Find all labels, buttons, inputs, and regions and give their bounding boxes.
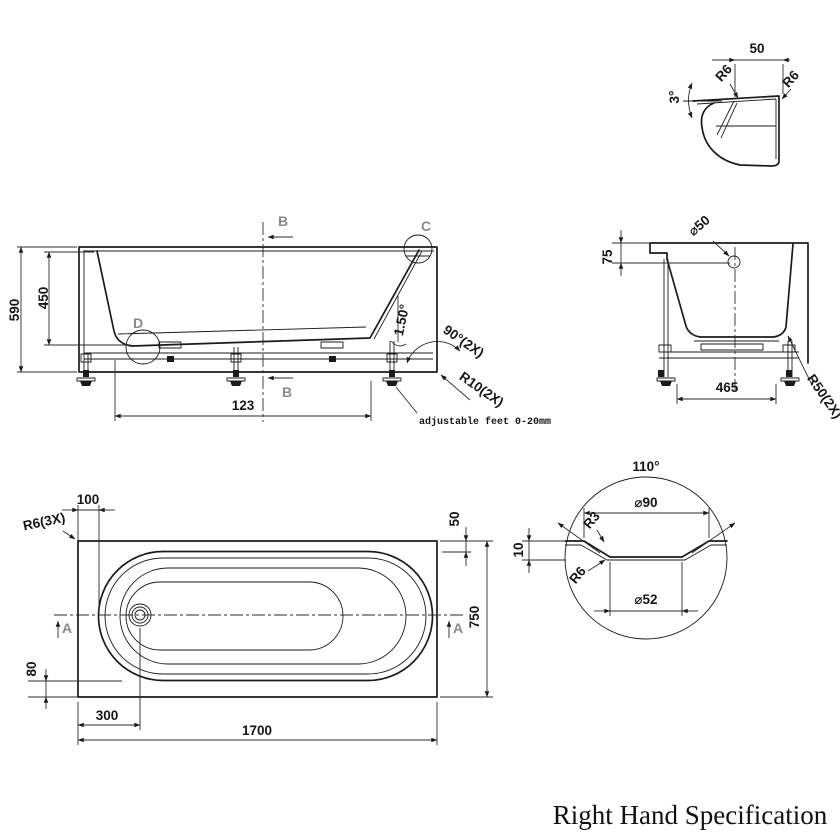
overflow-hole: [727, 255, 741, 269]
section-a-label-right: A: [453, 620, 463, 636]
dim-overall-height-label: 590: [7, 299, 22, 322]
drawing-title: Right Hand Specification: [553, 800, 828, 830]
overflow-depth-label: 75: [600, 249, 615, 265]
rim-width-label: 50: [749, 41, 764, 56]
section-outline: [649, 242, 809, 364]
dim-90deg-arc: [406, 341, 461, 364]
drain-recess-detail-view: 110° ⌀90 R3 R6 10 ⌀52: [511, 459, 736, 640]
dim-110deg-right: [691, 522, 736, 554]
inner-dia-label: ⌀52: [634, 592, 657, 607]
recess-profile-underside: [565, 544, 727, 561]
side-extension-lines: [17, 246, 418, 421]
outer-dia-label: ⌀90: [634, 495, 657, 510]
tub-side-details: [76, 250, 434, 382]
dim-corner-angle-label: 90°(2X): [440, 322, 486, 361]
detail-d-label: D: [133, 315, 143, 331]
r3-leader: [596, 529, 605, 543]
plan-view: R6(3X) 100 50 750 80 300 1700 A A: [22, 492, 493, 745]
r6-left-leader: [729, 83, 739, 99]
r6-right-leader: [781, 88, 792, 100]
rim-detail-inner-lines: [683, 98, 777, 159]
r6-corner-leader: [62, 530, 76, 540]
overflow-dia-leader: [712, 240, 730, 257]
rim-corner-detail-view: 50 R6 R6 3°: [667, 41, 802, 167]
rim-angle-label: 3°: [667, 91, 682, 104]
drain-offset-label: 300: [96, 708, 119, 723]
cross-section-view: ⌀50 75 465 R50(2X): [600, 212, 840, 421]
r50-leader: [787, 335, 813, 386]
detail-d-circle: [125, 329, 161, 365]
plan-length-label: 1700: [242, 723, 272, 738]
dim-inner-depth-label: 450: [36, 287, 51, 310]
rim-bottom-gap-label: 80: [24, 661, 39, 676]
overflow-dia-label: ⌀50: [685, 212, 712, 238]
plan-corner-radius-label: R6(3X): [22, 510, 67, 534]
detail-c-circle: [403, 234, 433, 264]
rim-end-width-label: 100: [77, 492, 100, 507]
recess-depth-label: 10: [511, 542, 526, 557]
detail-extensions: [522, 508, 710, 616]
plan-width-label: 750: [467, 606, 482, 629]
tub-side-outline: [78, 246, 438, 373]
r10-leader: [440, 374, 471, 401]
rim-detail-outline: [692, 95, 780, 167]
section-details: [656, 259, 800, 382]
plan-inner-contours: [104, 557, 427, 675]
r6-bottom-leader: [587, 559, 606, 572]
radius-bottom-label: R6: [566, 563, 589, 586]
side-elevation-view: 590 450 123 B B C D 1.50° 90°(2X) R10(2X…: [7, 213, 551, 428]
dim-corner-radius-label: R10(2X): [457, 369, 507, 410]
rim-radius-left-label: R6: [712, 61, 735, 84]
section-a-label-left: A: [62, 620, 72, 636]
rim-detail-extensions: [734, 59, 784, 97]
section-b-label-top: B: [278, 213, 288, 229]
section-b-label-bottom: B: [282, 384, 292, 400]
dim-floor-slope-label: 1.50°: [391, 303, 412, 337]
base-width-label: 465: [716, 380, 739, 395]
dim-feet-span-label: 123: [232, 398, 255, 413]
feet-and-bolts: [80, 356, 398, 386]
detail-c-label: C: [421, 218, 431, 234]
cone-angle-label: 110°: [632, 459, 659, 474]
detail-boundary-circle: [564, 476, 728, 640]
section-extensions: [612, 242, 777, 404]
bottom-radius-label: R50(2X): [804, 372, 840, 422]
recess-profile: [564, 540, 728, 558]
rim-side-width-label: 50: [447, 511, 462, 526]
plan-outline: [77, 540, 438, 698]
dim-3deg-arc: [687, 82, 693, 119]
adjustable-feet-note: adjustable feet 0-20mm: [419, 416, 551, 428]
dim-110deg-left: [557, 522, 601, 554]
